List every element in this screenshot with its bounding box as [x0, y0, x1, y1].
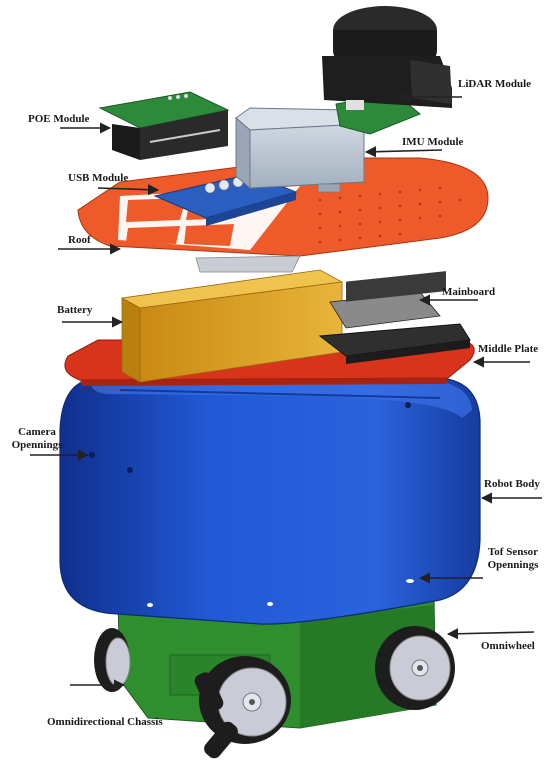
lidar-module: [322, 6, 452, 135]
omniwheel-front-right: [375, 626, 455, 710]
label-imu-module: IMU Module: [402, 136, 464, 148]
label-omniwheel: Omniwheel: [481, 640, 535, 652]
usb-arrow: [97, 184, 160, 196]
label-poe-module: POE Module: [28, 113, 90, 125]
label-tof-line2: Opennings: [487, 559, 539, 571]
mainboard: [318, 271, 471, 364]
imu-arrow: [364, 146, 443, 158]
omniwheel-front-left: [194, 656, 291, 759]
label-camera-line2: Opennings: [11, 439, 63, 451]
robot-body: [59, 369, 481, 625]
label-tof-line1: Tof Sensor: [487, 546, 539, 558]
label-usb-module: USB Module: [68, 172, 129, 184]
label-lidar-module: LiDAR Module: [458, 78, 532, 90]
label-roof: Roof: [68, 234, 91, 246]
label-tof-openings: Tof Sensor Opennings: [478, 546, 548, 572]
label-omnidirectional-chassis: Omnidirectional Chassis: [47, 716, 163, 728]
label-mainboard: Mainboard: [442, 286, 496, 298]
label-camera-line1: Camera: [18, 426, 56, 438]
poe-module: [98, 91, 230, 160]
label-middle-plate: Middle Plate: [478, 343, 539, 355]
battery: [120, 269, 344, 383]
omniwheel-arrow: [446, 628, 535, 640]
label-camera-openings: Camera Opennings: [8, 426, 66, 452]
omniwheel-rear-left: [94, 628, 131, 692]
label-robot-body: Robot Body: [484, 478, 540, 490]
label-battery: Battery: [57, 304, 93, 316]
imu-module: [235, 107, 366, 193]
